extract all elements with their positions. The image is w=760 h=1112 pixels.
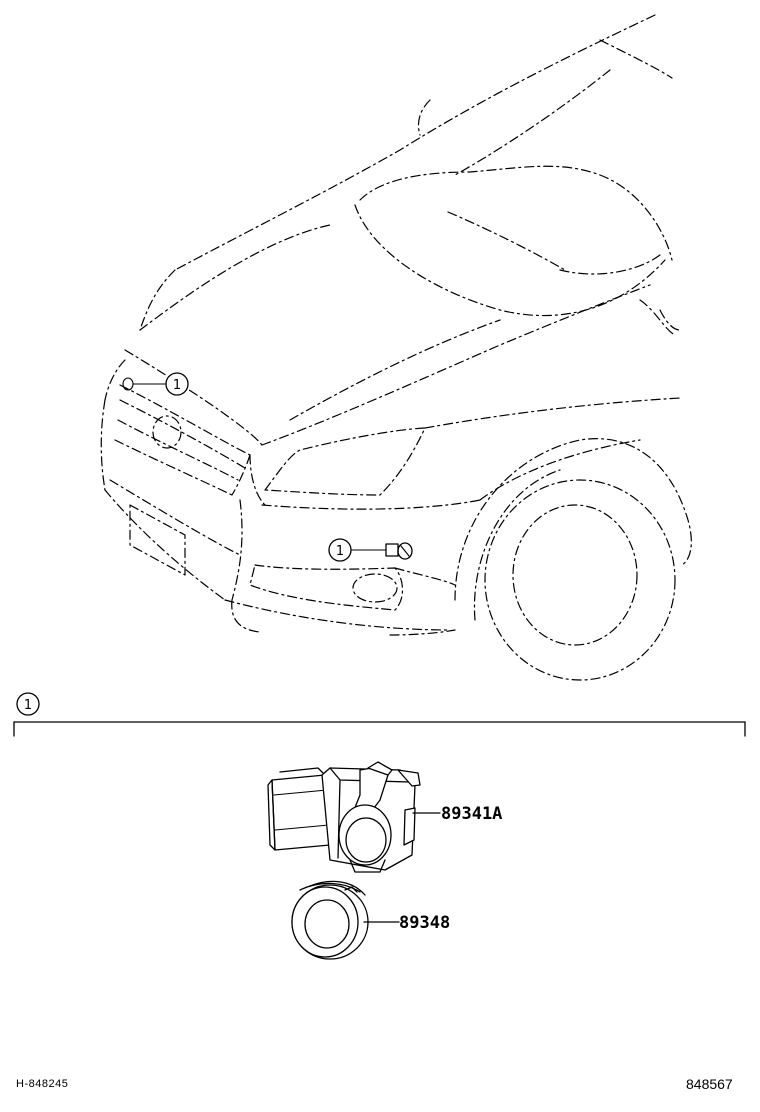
section-callout-label: 1 (24, 698, 32, 713)
grille-sensor-marker (122, 377, 134, 391)
car-outline (100, 14, 692, 681)
callout-circle-upper (165, 372, 189, 396)
illustration-code-right: 848567 (686, 1076, 733, 1092)
part-number-retainer: 89348 (399, 913, 450, 933)
section-bracket: 1 (13, 692, 746, 737)
callout-lower: 1 (328, 538, 413, 562)
callout-upper: 1 (122, 372, 189, 396)
bumper-sensor-icon (385, 543, 399, 557)
callout-label-upper: 1 (173, 378, 181, 393)
callout-label-lower: 1 (336, 544, 344, 559)
part-number-sensor: 89341A (441, 804, 502, 824)
retainer-drawing (291, 880, 400, 960)
parking-sensor-drawing (267, 761, 441, 873)
illustration-code-left: H-848245 (16, 1078, 69, 1090)
section-callout-circle (16, 692, 40, 716)
